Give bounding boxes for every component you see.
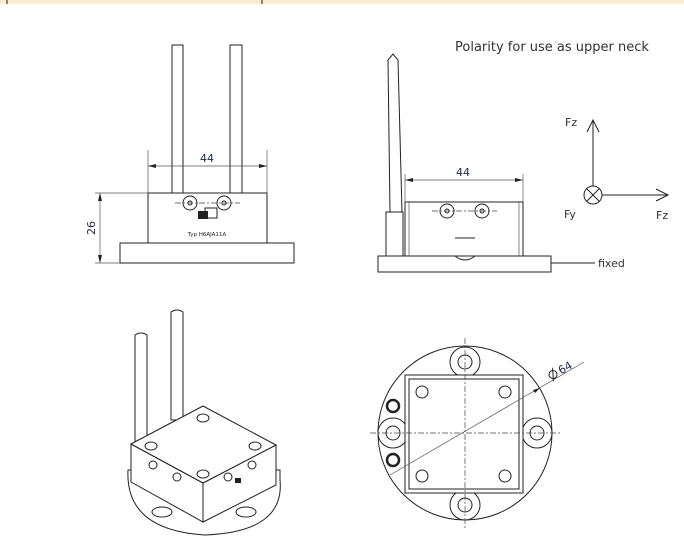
width-dimension: 44: [456, 166, 470, 179]
fixed-label: fixed: [598, 257, 625, 270]
height-dimension: 26: [85, 221, 98, 235]
block-top-face: [129, 405, 278, 484]
top-view: 64: [370, 338, 585, 528]
rod-right: [170, 309, 184, 421]
side-view: 44: [377, 53, 595, 273]
polarity-title: Polarity for use as upper neck: [455, 40, 649, 55]
logo-icon: [198, 211, 208, 219]
sensor-block: [404, 201, 524, 257]
front-view: Typ H6AJA11A 44 26: [85, 44, 295, 264]
isometric-view: [127, 309, 281, 536]
header-strip: [0, 0, 684, 4]
into-page-icon: [583, 185, 603, 205]
sensor-block: [404, 374, 524, 494]
width-dimension: 44: [200, 152, 214, 165]
base-plate: [119, 242, 295, 264]
axis-label-fz-right: Fz: [656, 209, 668, 222]
axis-label-fz-up: Fz: [565, 116, 577, 129]
axis-diagram: [583, 118, 670, 205]
diameter-dimension: 64: [556, 359, 575, 377]
cable: [387, 53, 403, 213]
rod-right: [229, 44, 243, 194]
rod-left: [134, 332, 148, 446]
cable-sleeve: [385, 211, 404, 257]
axis-label-fy: Fy: [564, 208, 576, 221]
base-plate: [377, 255, 552, 273]
type-label: Typ H6AJA11A: [187, 232, 227, 238]
diameter-icon: [548, 370, 558, 380]
rod-left: [171, 44, 184, 194]
